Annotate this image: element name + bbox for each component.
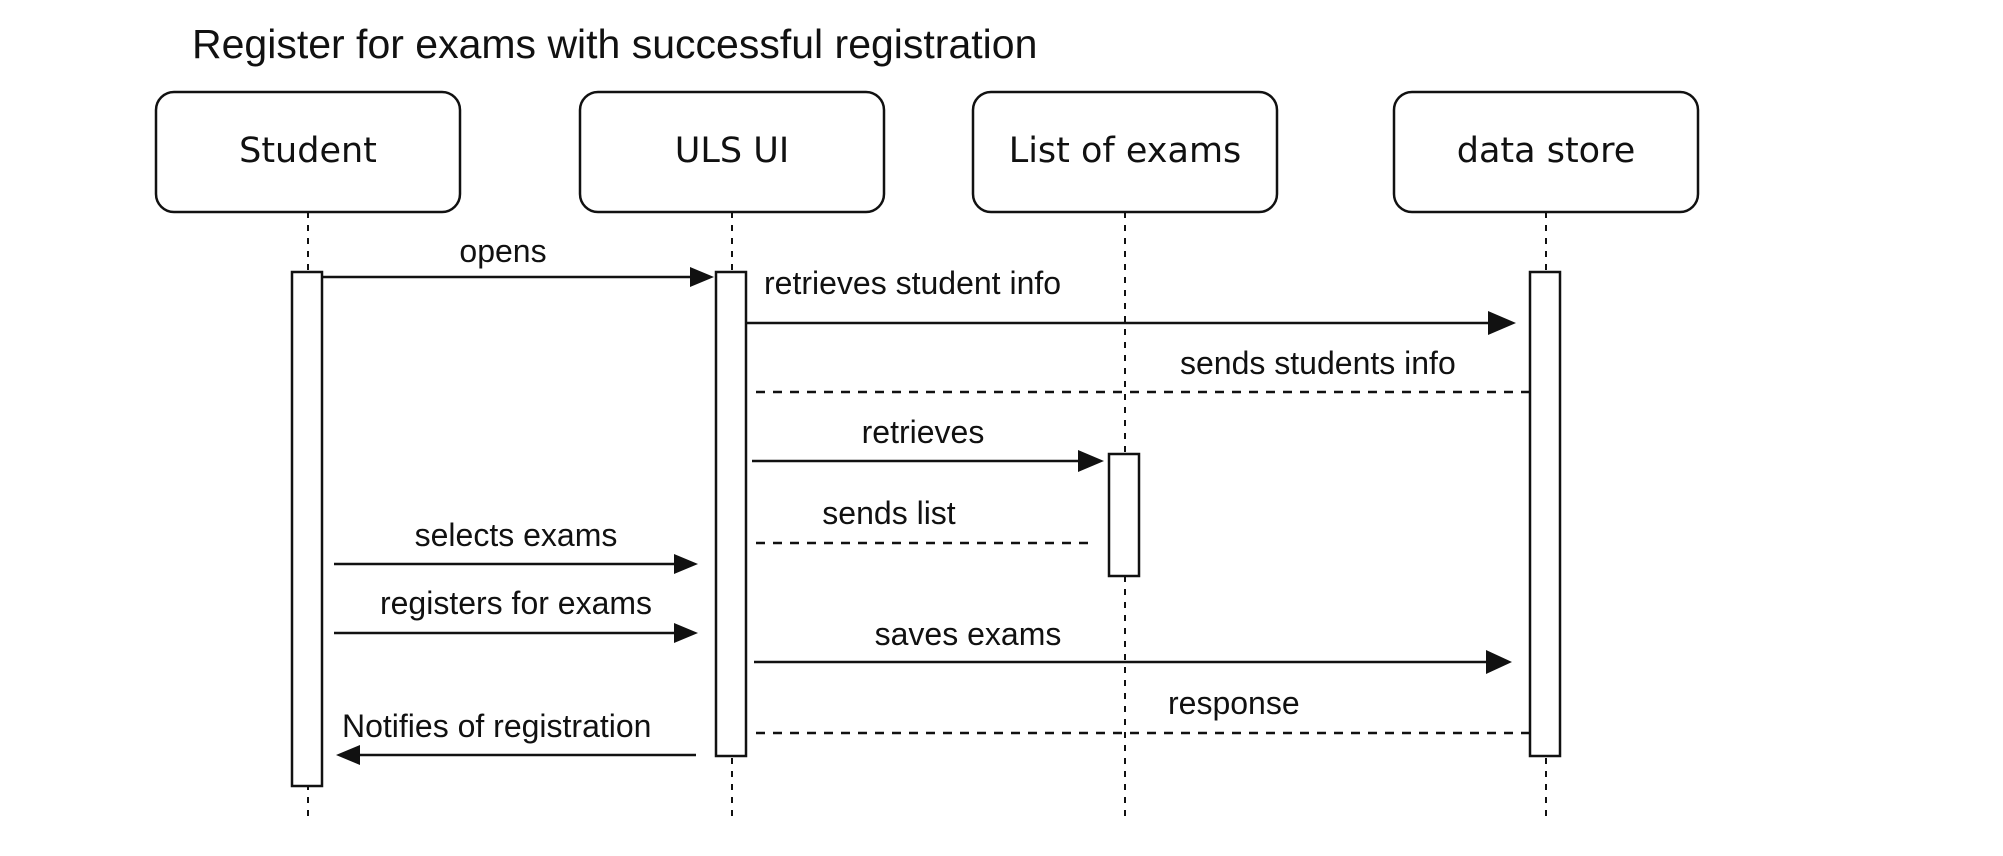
arrowhead (1078, 450, 1104, 472)
arrowhead (336, 745, 360, 765)
participant-label-list-of-exams: List of exams (1009, 131, 1242, 171)
participant-box-list-of-exams (971, 90, 1279, 214)
participant-list-of-exams: List of exams (971, 90, 1279, 214)
message-label: registers for exams (380, 585, 652, 621)
message-saves-exams: saves exams (754, 616, 1512, 674)
message-label: retrieves (862, 414, 985, 450)
arrowhead (1488, 311, 1516, 335)
message-registers-for-exams: registers for exams (334, 585, 698, 643)
message-label: Notifies of registration (342, 708, 651, 744)
message-retrieves: retrieves (752, 414, 1104, 472)
activation-uls-ui (714, 270, 748, 758)
message-notifies-of-registration: Notifies of registration (336, 708, 696, 765)
message-selects-exams: selects exams (334, 517, 698, 574)
message-label: response (1168, 685, 1300, 721)
diagram-title: Register for exams with successful regis… (192, 21, 1037, 67)
message-label: sends students info (1180, 345, 1456, 381)
message-label: sends list (822, 495, 956, 531)
message-retrieves-student-info: retrieves student info (746, 265, 1516, 335)
participant-box-data-store (1392, 90, 1700, 214)
message-label: retrieves student info (764, 265, 1061, 301)
arrowhead (674, 554, 698, 574)
message-label: saves exams (875, 616, 1062, 652)
participant-uls-ui: ULS UI (578, 90, 886, 214)
arrowhead (690, 267, 714, 287)
activation-student (290, 270, 324, 788)
activation-data-store (1528, 270, 1562, 758)
message-opens: opens (322, 233, 714, 287)
participant-data-store: data store (1392, 90, 1700, 214)
participant-student: Student (154, 90, 462, 214)
participant-label-student: Student (239, 131, 377, 171)
participant-label-uls-ui: ULS UI (675, 131, 789, 171)
message-label: selects exams (415, 517, 618, 553)
message-label: opens (459, 233, 546, 269)
participant-box-student (154, 90, 462, 214)
message-sends-students-info: sends students info (756, 345, 1530, 394)
participant-box-uls-ui (578, 90, 886, 214)
activation-list-of-exams (1107, 452, 1141, 578)
message-response: response (756, 685, 1530, 735)
participant-label-data-store: data store (1457, 131, 1636, 171)
arrowhead (1486, 650, 1512, 674)
message-sends-list: sends list (756, 495, 1090, 545)
arrowhead (674, 623, 698, 643)
